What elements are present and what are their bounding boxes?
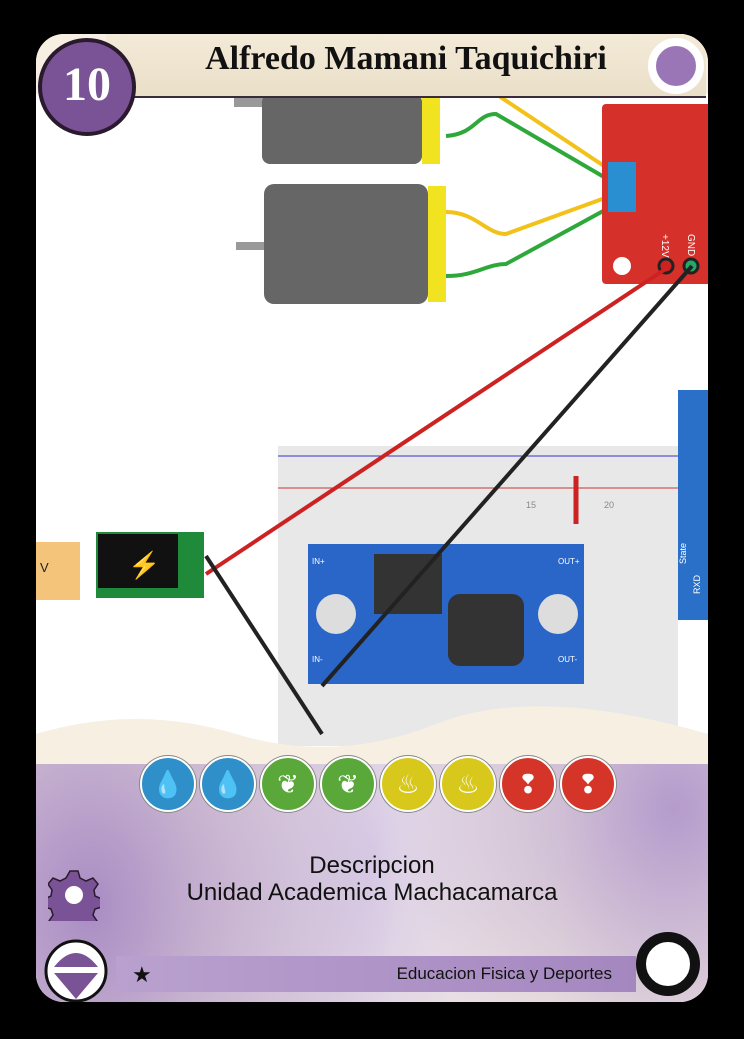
down-arrow-icon (44, 939, 108, 1002)
motor-top (234, 94, 440, 164)
water-drop-icon: 💧 (200, 756, 256, 812)
flame-icon: ♨ (440, 756, 496, 812)
feather-icon: ❢ (560, 756, 616, 812)
svg-text:V: V (40, 560, 49, 575)
svg-text:RXD: RXD (692, 574, 702, 594)
description-title: Descripcion (309, 852, 435, 879)
swirl-icon (648, 38, 704, 94)
sprout-icon: ❦ (260, 756, 316, 812)
motor-bottom (236, 184, 446, 304)
svg-text:State: State (678, 543, 688, 564)
svg-text:OUT+: OUT+ (558, 557, 580, 566)
description-text: Unidad Academica Machacamarca (186, 879, 558, 906)
svg-text:IN+: IN+ (312, 557, 325, 566)
swirl-icon (636, 932, 700, 996)
game-card[interactable]: +12V GND 15 20 State RXD IN+ IN- OUT+ OU… (36, 34, 708, 1002)
card-cost: 10 (38, 38, 136, 136)
set-name: Educacion Fisica y Deportes (396, 964, 612, 983)
water-drop-icon: 💧 (140, 756, 196, 812)
sprout-icon: ❦ (320, 756, 376, 812)
set-bar (116, 956, 636, 992)
svg-text:OUT-: OUT- (558, 655, 577, 664)
motor-driver-board (602, 104, 708, 284)
svg-text:+12V: +12V (659, 234, 670, 258)
feather-icon: ❢ (500, 756, 556, 812)
card-title: Alfredo Mamani Taquichiri (205, 40, 607, 77)
bluetooth-module (678, 390, 708, 620)
svg-text:IN-: IN- (312, 655, 323, 664)
svg-text:20: 20 (604, 500, 614, 510)
resource-gems: 💧 💧 ❦ ❦ ♨ ♨ ❢ ❢ (140, 756, 616, 812)
svg-text:GND: GND (685, 234, 696, 256)
gear-icon (48, 870, 100, 921)
svg-text:15: 15 (526, 500, 536, 510)
card-art-circuit: +12V GND 15 20 State RXD IN+ IN- OUT+ OU… (36, 94, 708, 764)
title-banner (106, 34, 706, 98)
svg-text:⚡: ⚡ (128, 550, 160, 581)
flame-icon: ♨ (380, 756, 436, 812)
star-icon: ★ (132, 962, 152, 987)
